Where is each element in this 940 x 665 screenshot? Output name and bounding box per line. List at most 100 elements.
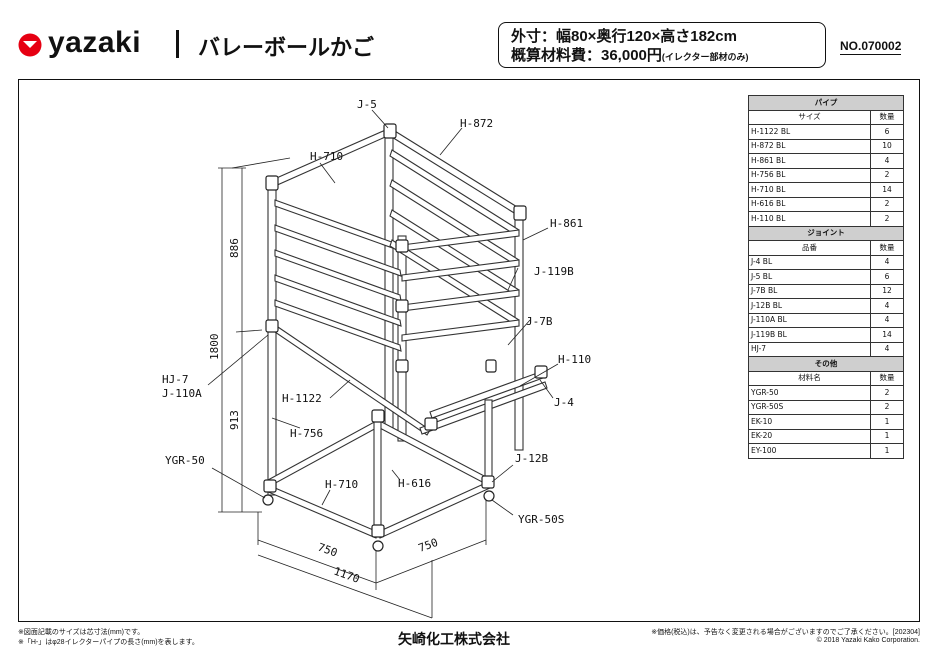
- brand-name: yazaki: [48, 26, 142, 59]
- part-qty-cell: 2: [870, 211, 904, 227]
- joint: [371, 524, 385, 538]
- spec-cost-note: (イレクター部材のみ): [661, 52, 749, 62]
- right-upright-pipe: [514, 209, 524, 451]
- label-h872: H-872: [460, 117, 493, 130]
- label-ygr50: YGR-50: [165, 454, 205, 467]
- part-name-cell: EY-100: [748, 443, 871, 459]
- label-j4: J-4: [554, 396, 574, 409]
- part-qty-cell: 1: [870, 428, 904, 444]
- label-j119b: J-119B: [534, 265, 574, 278]
- top-edge-pipe: [386, 127, 523, 217]
- dim-750-right: 750: [417, 536, 440, 555]
- base-pipe: [265, 484, 379, 539]
- part-name-cell: J-5 BL: [748, 269, 871, 285]
- section-header-joint: ジョイント: [748, 225, 904, 241]
- part-name-cell: H-710 BL: [748, 182, 871, 198]
- part-name-cell: J-119B BL: [748, 327, 871, 343]
- part-qty-cell: 6: [870, 124, 904, 140]
- label-h756: H-756: [290, 427, 323, 440]
- joint: [395, 299, 409, 313]
- part-name-cell: H-861 BL: [748, 153, 871, 169]
- footer-note-pipe: ※「H-」はφ28イレクターパイプの長さ(mm)を表します。: [18, 639, 199, 646]
- label-j110a: J-110A: [162, 387, 202, 400]
- yazaki-logo-icon: [18, 33, 42, 57]
- casters: [262, 490, 495, 552]
- part-qty-cell: 14: [870, 182, 904, 198]
- part-name-cell: EK-10: [748, 414, 871, 430]
- rail-pipe: [274, 199, 402, 252]
- part-qty-cell: 4: [870, 312, 904, 328]
- part-name-cell: J-12B BL: [748, 298, 871, 314]
- label-j7b: J-7B: [526, 315, 553, 328]
- section-header-other: その他: [748, 356, 904, 372]
- label-h616: H-616: [398, 477, 431, 490]
- dim-913: 913: [228, 410, 241, 430]
- part-name-cell: H-110 BL: [748, 211, 871, 227]
- column-qty-header: 数量: [870, 370, 904, 386]
- label-h1122: H-1122: [282, 392, 322, 405]
- base-pipe: [377, 481, 491, 539]
- joints: [263, 123, 548, 538]
- part-name-cell: H-872 BL: [748, 138, 871, 154]
- part-name-cell: H-616 BL: [748, 196, 871, 212]
- caster-icon: [372, 540, 384, 552]
- section-title: その他: [748, 356, 904, 372]
- part-qty-cell: 2: [870, 385, 904, 401]
- label-ygr50s: YGR-50S: [518, 513, 564, 526]
- part-qty-cell: 2: [870, 196, 904, 212]
- part-qty-cell: 1: [870, 443, 904, 459]
- dim-1800: 1800: [208, 334, 221, 361]
- label-h861: H-861: [550, 217, 583, 230]
- section-title: ジョイント: [748, 225, 904, 241]
- column-header-row: 材料名数量: [748, 370, 904, 386]
- joint: [371, 409, 385, 423]
- part-name-cell: H-1122 BL: [748, 124, 871, 140]
- part-qty-cell: 4: [870, 153, 904, 169]
- rail-pipe: [274, 249, 402, 302]
- joint: [263, 479, 277, 493]
- label-j12b: J-12B: [515, 452, 548, 465]
- rail-pipe: [274, 224, 402, 277]
- column-header-row: サイズ数量: [748, 109, 904, 125]
- spec-size: 外寸：幅80×奥行120×高さ182cm: [511, 28, 737, 45]
- label-h710-bottom: H-710: [325, 478, 358, 491]
- rail-pipe: [401, 319, 520, 342]
- part-name-cell: YGR-50: [748, 385, 871, 401]
- joint: [395, 239, 409, 253]
- document-number: NO.070002: [840, 39, 902, 55]
- joint: [513, 205, 527, 221]
- dimension-labels: 886 1800 913 750 750 1170: [208, 238, 440, 586]
- label-h710-top: H-710: [310, 150, 343, 163]
- part-name-cell: H-756 BL: [748, 167, 871, 183]
- rail-pipe: [401, 289, 520, 312]
- dim-886: 886: [228, 238, 241, 258]
- joint-j5: [383, 123, 397, 139]
- rail-pipe: [274, 299, 402, 352]
- part-labels: J-5 H-872 H-710 H-861 J-119B J-7B H-110 …: [162, 98, 591, 526]
- footer-note-size: ※図面記載のサイズは芯寸法(mm)です。: [18, 629, 145, 636]
- part-qty-cell: 2: [870, 167, 904, 183]
- column-name-header: 材料名: [748, 370, 871, 386]
- base-pipe: [267, 419, 381, 487]
- section-title: パイプ: [748, 95, 904, 111]
- joint-j7b: [485, 359, 497, 373]
- caster-ygr50s-icon: [483, 490, 495, 502]
- section-header-pipe: パイプ: [748, 95, 904, 111]
- joint: [395, 359, 409, 373]
- dim-750-left: 750: [316, 541, 339, 560]
- part-qty-cell: 12: [870, 283, 904, 299]
- part-name-cell: YGR-50S: [748, 399, 871, 415]
- column-name-header: 品番: [748, 240, 871, 256]
